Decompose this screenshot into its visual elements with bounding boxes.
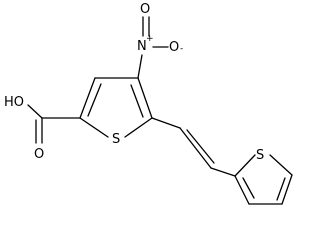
bond-c4-n	[137, 54, 143, 79]
bond-c5-s1	[124, 117, 153, 138]
bond-r2-s-c5	[269, 154, 293, 176]
bond-r2-c2-s	[234, 154, 256, 177]
bond-r2-c5-c4	[281, 174, 293, 205]
atom-labels: O N + O - HO O S S	[4, 2, 264, 163]
bond-r2-c5-c4-inner	[276, 177, 286, 201]
bond-vinyl-thienyl	[210, 167, 236, 177]
bond-c2-c3	[79, 77, 96, 119]
nitro-oxygen-right-label: O	[169, 40, 179, 55]
nitro-oxygen-top-label: O	[140, 2, 150, 17]
bond-vinyl	[179, 127, 212, 169]
bonds	[27, 16, 293, 205]
acid-carbonyl-oxygen-label: O	[34, 147, 44, 162]
bond-r2-c3-c2	[234, 175, 250, 205]
nitro-nitrogen-charge: +	[146, 34, 154, 44]
bond-c-oh	[27, 104, 43, 119]
molecule-drawing: O N + O - HO O S S	[4, 2, 293, 205]
structure-diagram: O N + O - HO O S S	[4, 2, 293, 205]
nitro-nitrogen-label: N	[137, 39, 147, 54]
bond-r2-c3-c2-inner	[242, 177, 255, 199]
bond-s1-c2	[79, 117, 109, 138]
nitro-oxygen-charge: -	[180, 44, 183, 54]
thiophene-2-sulfur-label: S	[256, 148, 264, 163]
bond-c2-c3-inner	[87, 83, 102, 117]
bond-c5-vinyl	[151, 117, 181, 129]
acid-hydroxyl-label: HO	[4, 95, 24, 110]
thiophene-1-sulfur-label: S	[112, 132, 120, 147]
bond-vinyl-double	[186, 129, 215, 164]
bond-c4-c5-inner	[130, 84, 144, 118]
bond-c4-c5	[137, 77, 153, 119]
